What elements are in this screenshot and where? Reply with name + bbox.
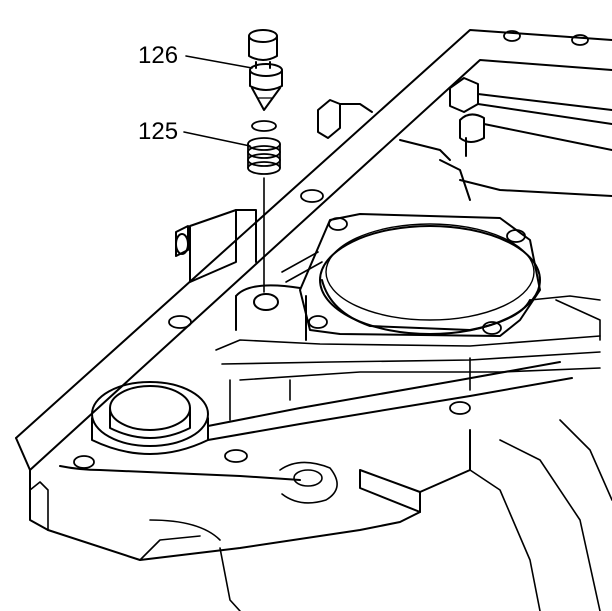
left-boss	[175, 209, 257, 283]
fluid-passages	[215, 295, 601, 421]
leader-lines	[183, 55, 253, 147]
callout-125: 125	[138, 118, 179, 145]
callout-126: 126	[138, 42, 179, 69]
case-flange	[15, 29, 612, 561]
accumulator-plug	[91, 361, 573, 455]
servo-bore	[299, 213, 541, 337]
valve-bore	[235, 251, 323, 341]
valve-pin	[248, 29, 283, 111]
upper-fittings	[317, 77, 612, 201]
lower-casting	[29, 419, 612, 611]
valve-spring	[247, 120, 281, 175]
